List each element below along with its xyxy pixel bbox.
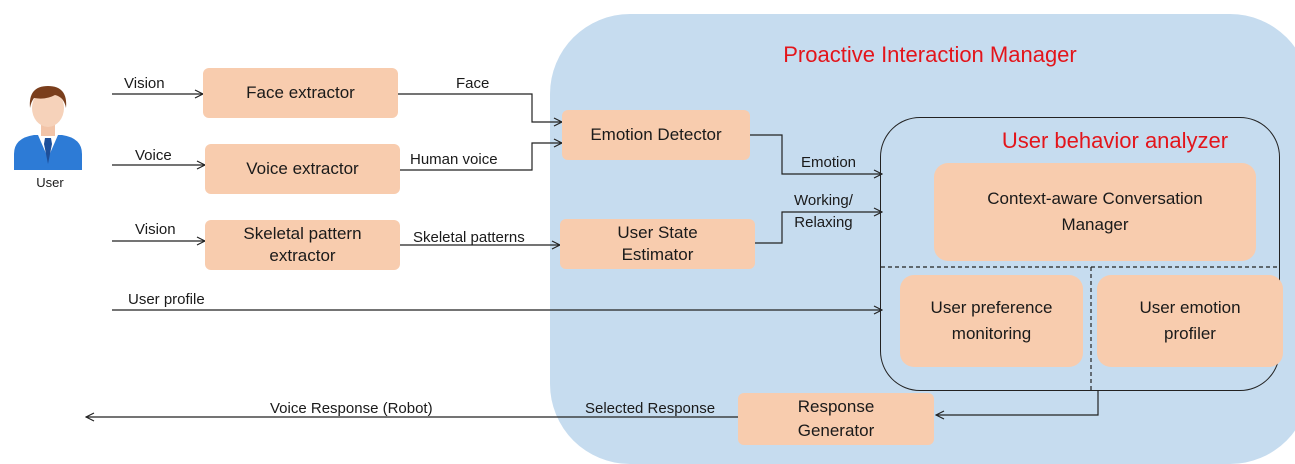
edge-label-vision-1: Vision (124, 75, 165, 92)
edge-face (398, 93, 562, 122)
voice-extractor-box: Voice extractor (205, 144, 400, 194)
emotion-detector-box: Emotion Detector (562, 110, 750, 160)
edge-label-voice-response: Voice Response (Robot) (270, 400, 433, 417)
edge-label-working-relaxing: Working/ Relaxing (794, 192, 853, 231)
user-preference-monitoring-box: User preference monitoring (900, 275, 1083, 367)
manager-title: Proactive Interaction Manager (783, 42, 1077, 67)
edge-label-face: Face (456, 75, 490, 92)
context-aware-conversation-manager-label: Context-aware Conversation Manager (987, 189, 1203, 234)
edge-label-user-profile: User profile (128, 291, 205, 308)
response-generator-label: Response Generator (797, 397, 875, 440)
skeletal-pattern-extractor-box: Skeletal pattern extractor (205, 220, 400, 270)
edge-working-relaxing (755, 212, 882, 244)
face-extractor-box: Face extractor (203, 68, 398, 118)
voice-extractor-label: Voice extractor (246, 159, 359, 178)
user-preference-monitoring-label: User preference monitoring (930, 298, 1053, 343)
edge-human-voice (400, 143, 562, 171)
user-icon (14, 86, 82, 170)
edge-analyzer-to-response (936, 391, 1099, 415)
user-label: User (36, 175, 64, 190)
user-emotion-profiler-box: User emotion profiler (1097, 275, 1283, 367)
edge-label-vision-2: Vision (135, 221, 176, 238)
user-emotion-profiler-label: User emotion profiler (1139, 298, 1241, 343)
edge-label-skeletal-patterns: Skeletal patterns (413, 229, 525, 246)
edge-label-voice: Voice (135, 147, 172, 164)
edge-label-emotion: Emotion (801, 154, 857, 171)
edge-label-human-voice: Human voice (410, 151, 498, 168)
edge-label-selected-response: Selected Response (585, 400, 716, 417)
context-aware-conversation-manager-box: Context-aware Conversation Manager (934, 163, 1256, 261)
user-state-estimator-box: User State Estimator (560, 219, 755, 269)
emotion-detector-label: Emotion Detector (590, 125, 722, 144)
response-generator-box: Response Generator (738, 393, 934, 445)
connector-lines (0, 0, 1279, 445)
user-state-estimator-label: User State Estimator (617, 223, 698, 264)
skeletal-pattern-extractor-label: Skeletal pattern extractor (243, 224, 362, 265)
face-extractor-label: Face extractor (246, 83, 355, 102)
analyzer-title: User behavior analyzer (1001, 128, 1229, 153)
user-behavior-analyzer-frame (880, 117, 1280, 391)
edge-emotion (750, 134, 882, 174)
